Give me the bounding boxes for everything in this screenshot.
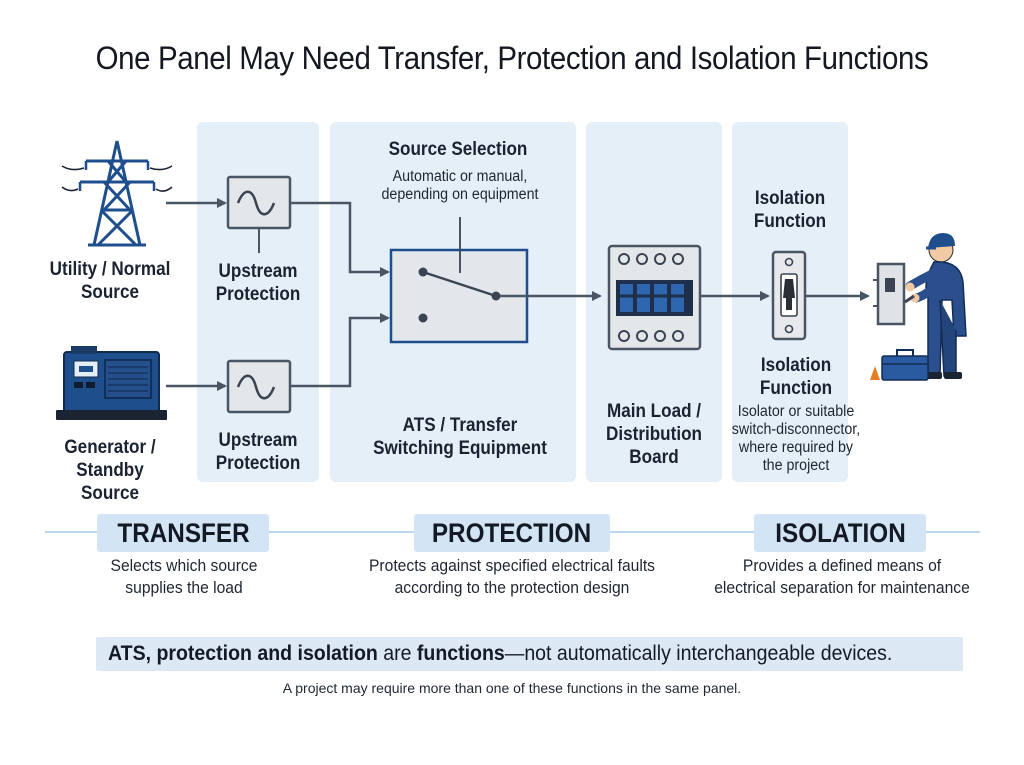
isolation-label-top: Isolation Function	[753, 188, 827, 232]
circuit-breaker-icon-bottom	[226, 359, 292, 414]
isolator-switch-icon	[771, 250, 807, 341]
generator-source-label: Generator / Standby Source	[64, 437, 156, 504]
transfer-tag: TRANSFER	[97, 514, 269, 552]
upstream-protection-label-bottom: Upstream Protection	[215, 430, 301, 474]
ats-label: ATS / Transfer Switching Equipment	[373, 415, 547, 459]
transfer-description: Selects which source supplies the load	[110, 556, 258, 597]
technician-icon	[904, 233, 967, 379]
transfer-switch-icon	[389, 217, 529, 344]
generator-icon	[56, 346, 167, 420]
source-selection-heading: Source Selection	[388, 139, 528, 160]
banner-emphasis-2: functions	[416, 642, 505, 665]
footnote: A project may require more than one of t…	[282, 680, 742, 696]
isolation-description: Provides a defined means of electrical s…	[714, 556, 970, 597]
protection-tag: PROTECTION	[414, 514, 610, 552]
isolation-label-bottom: Isolation Function	[759, 355, 833, 399]
isolation-tag-text: ISOLATION	[774, 518, 906, 548]
source-selection-note: Automatic or manual, depending on equipm…	[381, 168, 539, 203]
distribution-board-icon	[607, 244, 702, 351]
banner-emphasis-1: ATS, protection and isolation	[108, 642, 378, 665]
page-title: One Panel May Need Transfer, Protection …	[95, 40, 929, 76]
isolation-note: Isolator or suitable switch-disconnector…	[731, 403, 861, 474]
banner-text-2: —not automatically interchangeable devic…	[504, 642, 893, 665]
isolation-tag: ISOLATION	[754, 514, 926, 552]
summary-banner: ATS, protection and isolation are functi…	[96, 637, 964, 671]
main-board-label: Main Load / Distribution Board	[606, 401, 702, 468]
generator-to-ats-arrow	[290, 313, 390, 388]
power-line-icon	[61, 165, 173, 192]
transmission-tower-icon	[78, 140, 156, 247]
upstream-protection-label-top: Upstream Protection	[215, 261, 301, 305]
electrical-panel-icon	[873, 262, 906, 326]
protection-description: Protects against specified electrical fa…	[368, 556, 656, 597]
circuit-breaker-icon-top	[226, 175, 292, 230]
utility-to-ats-arrow	[290, 201, 390, 277]
protection-tag-text: PROTECTION	[432, 518, 592, 548]
toolbox-icon	[870, 349, 929, 381]
transfer-tag-text: TRANSFER	[116, 518, 250, 548]
utility-source-label: Utility / Normal Source	[49, 259, 171, 303]
banner-text-1: are	[377, 642, 417, 665]
